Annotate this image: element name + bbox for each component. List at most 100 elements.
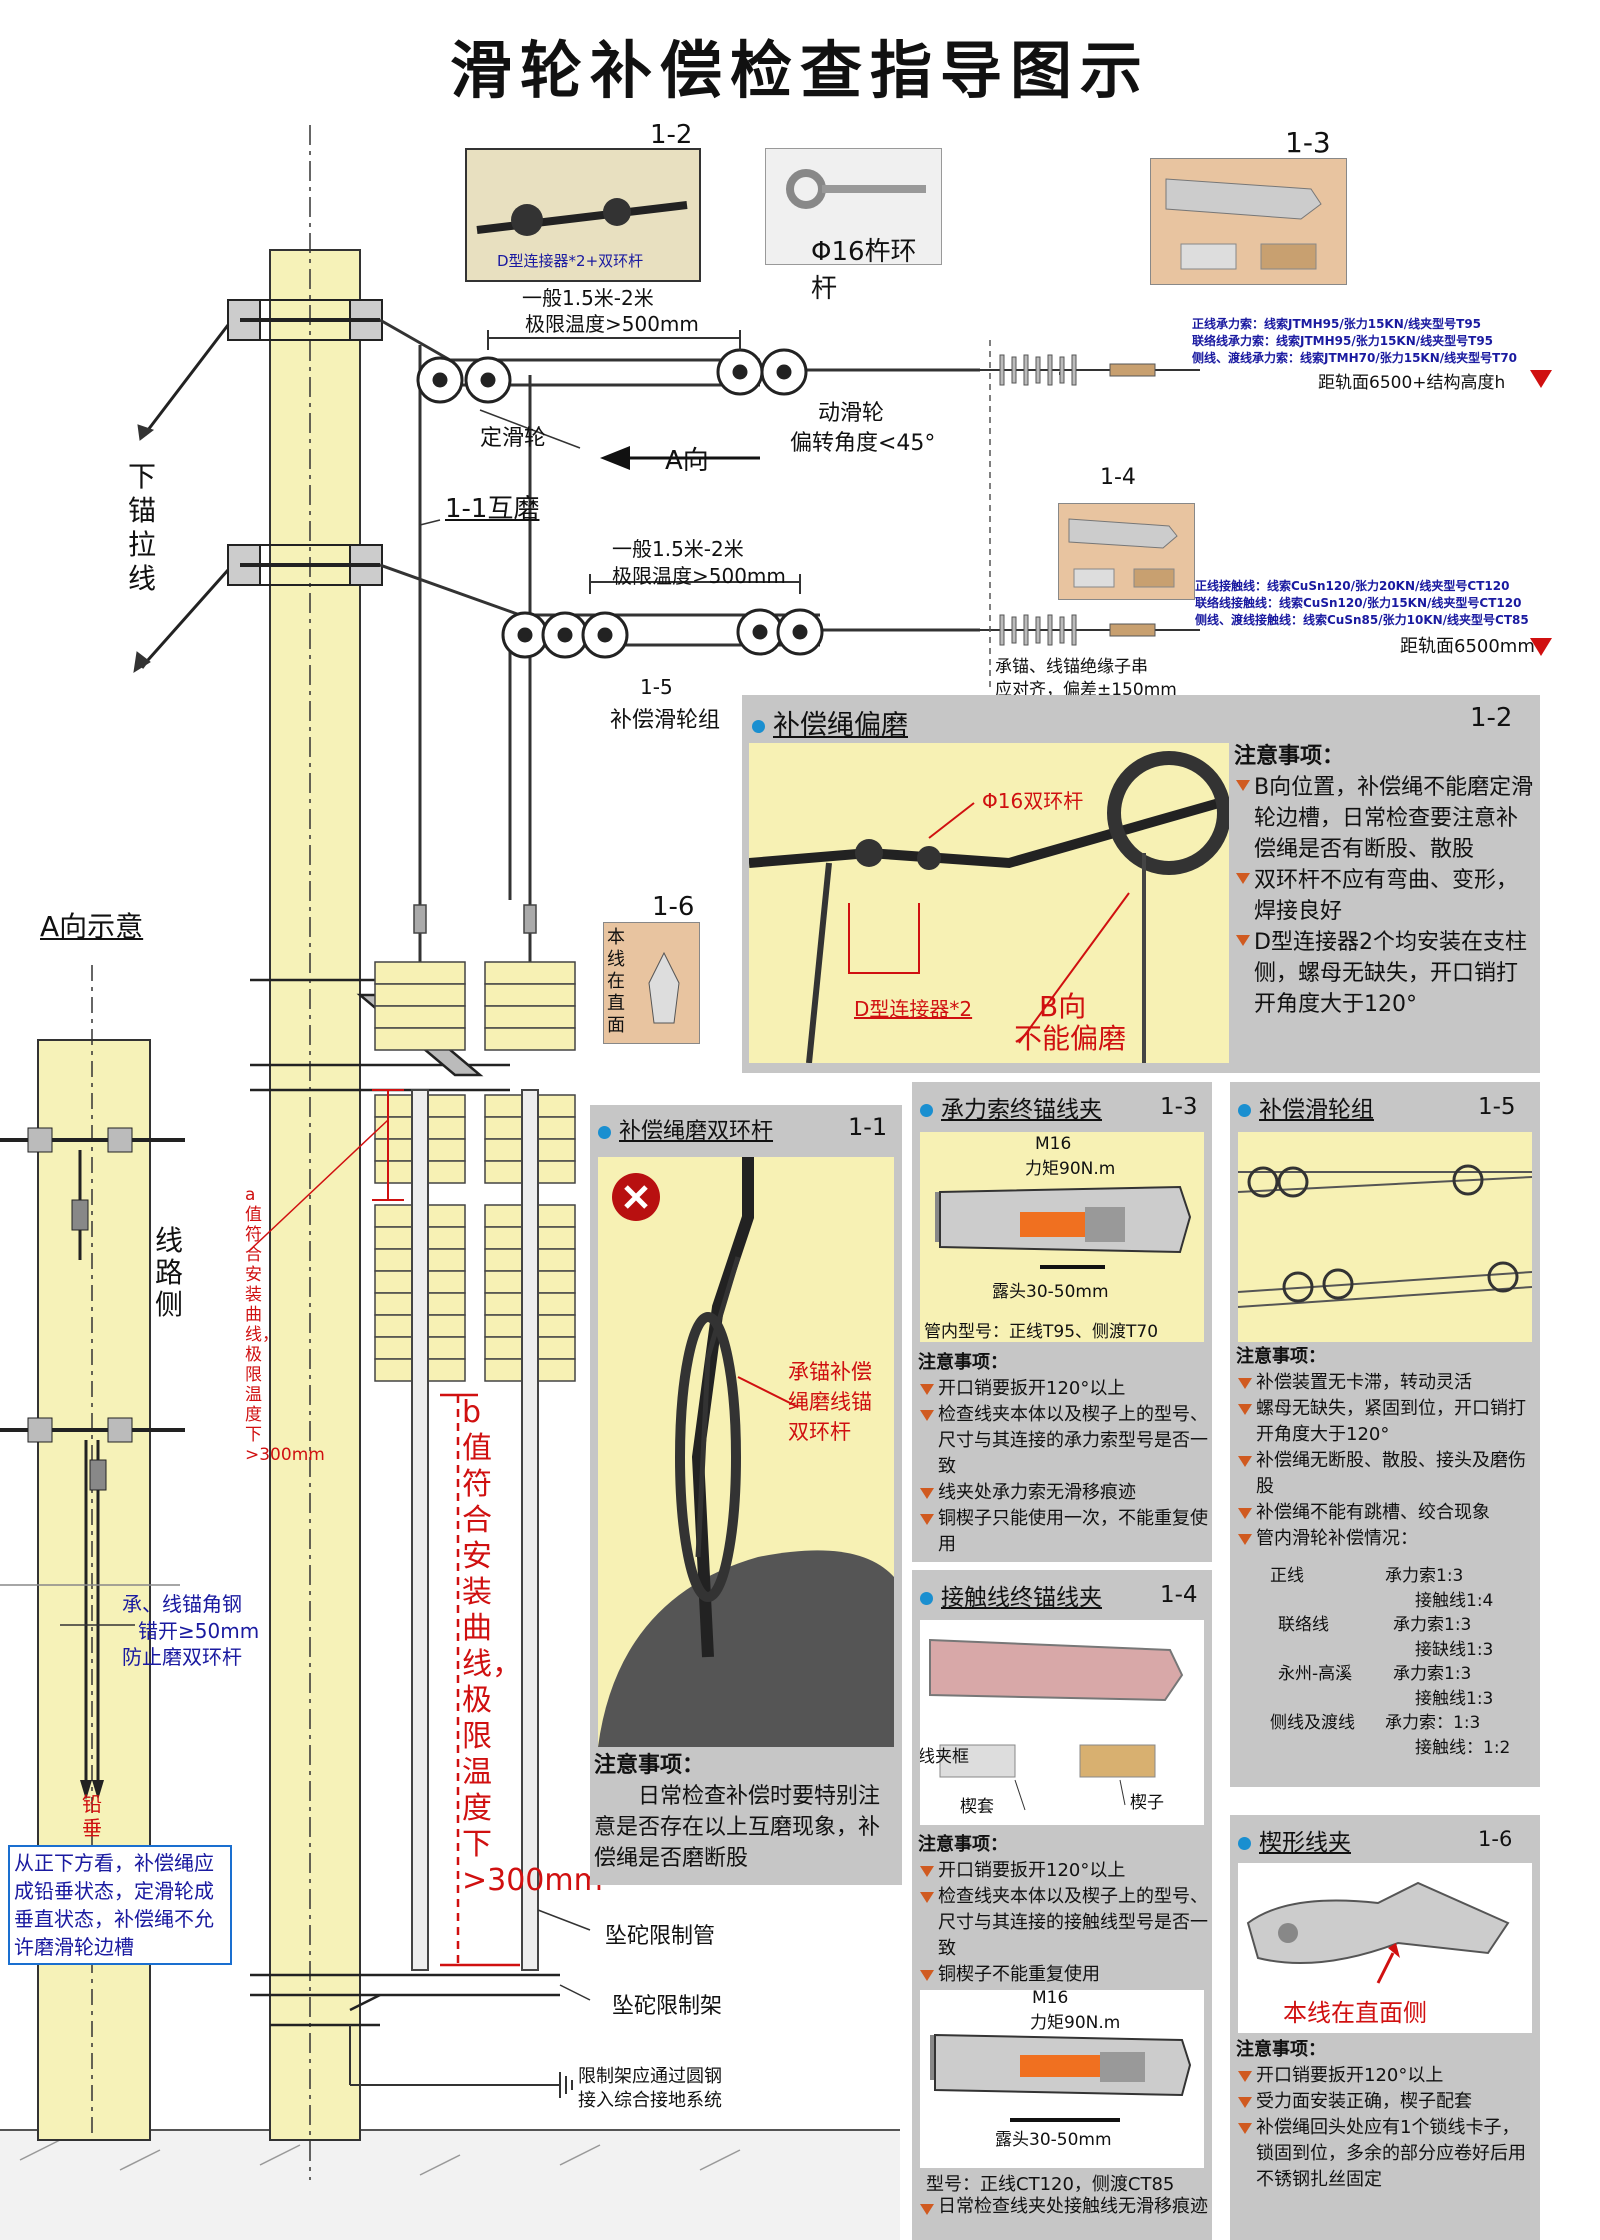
ratio-item: 承力索1:3 (1393, 1664, 1472, 1684)
mutual-wear: 1-1互磨 (445, 494, 540, 524)
ratio-row: 联络线承力索1:3 (1270, 1613, 1535, 1638)
clamp-1-3-photo (1150, 158, 1347, 285)
moving-pulley: 动滑轮 (818, 401, 885, 426)
panel-1-3-notes: 注意事项： 开口销要扳开120°以上 检查线夹本体以及楔子上的型号、尺寸与其连接… (918, 1350, 1208, 1558)
note-item: 螺母无缺失，紧固到位，开口销打开角度大于120° (1236, 1396, 1536, 1448)
lower-insulator (999, 614, 1156, 646)
panel-1-3-photo: M16 力矩90N.m 露头30-50mm 管内型号：正线T95、侧渡T70 (920, 1132, 1204, 1342)
photo-1-1-label: 承锚补偿绳磨线锚双环杆 (788, 1360, 872, 1444)
bullet-icon (1238, 1837, 1251, 1850)
model-label-2: 型号：正线CT120，侧渡CT85 (926, 2174, 1175, 2195)
photo-1-6-label: 本线在直面侧 (1283, 1999, 1427, 2027)
panel-1-2-photo: Φ16双环杆 D型连接器*2 B向 不能偏磨 (749, 743, 1229, 1063)
fixed-pulley: 定滑轮 (480, 426, 547, 451)
torque-label: 力矩90N.m (1025, 1159, 1116, 1179)
panel-1-1-notes: 注意事项： 日常检查补偿时要特别注意是否存在以上互磨现象，补偿绳是否磨断股 (594, 1750, 894, 1874)
panel-1-5-photo (1238, 1132, 1532, 1342)
limit-tubes (411, 1089, 539, 1971)
note-item: 铜楔子只能使用一次，不能重复使用 (918, 1506, 1208, 1558)
torque-label-2: 力矩90N.m (1030, 2013, 1121, 2033)
ref-1-2: 1-2 (650, 120, 693, 150)
dist1-a: 一般1.5米-2米 (522, 286, 654, 310)
ratio-row: 永州-高溪 承力索1:3 (1270, 1662, 1535, 1687)
notes-title: 注意事项： (918, 1834, 1008, 1855)
ratio-line: 侧线及渡线 (1270, 1713, 1355, 1733)
bullet-icon (752, 720, 765, 733)
note-item: B向位置，补偿绳不能磨定滑轮边槽，日常检查要注意补偿绳是否有断股、散股 (1234, 772, 1534, 865)
spec-top-line: 联络线承力索：线索JTMH95/张力15KN/线夹型号T95 (1192, 334, 1494, 348)
panel-1-4-photo-2: M16 力矩90N.m 露头30-50mm (920, 1990, 1204, 2168)
d-connector-photo-label: D型连接器*2+双环杆 (497, 252, 644, 270)
panel-1-3-num: 1-3 (1160, 1094, 1198, 1120)
main-pole (269, 249, 361, 2141)
ratio-item: 接触线1:4 (1415, 1590, 1494, 1611)
plumb-note: 从正下方看，补偿绳应成铅垂状态，定滑轮成垂直状态，补偿绳不允许磨滑轮边槽 (8, 1845, 232, 1965)
note-item: 检查线夹本体以及楔子上的型号、尺寸与其连接的接触线型号是否一致 (918, 1884, 1208, 1962)
panel-rope-wear-rod: 补偿绳磨双环杆 1-1 承锚补偿绳磨线锚双环杆 注意事项： 日常检查补偿时要特别… (590, 1105, 902, 1885)
ratio-item: 接触线：1:2 (1415, 1737, 1511, 1758)
ratio-line: 正线 (1270, 1566, 1304, 1586)
photo-1-6-text: 本线在直面 (607, 927, 625, 1036)
panel-1-2-num: 1-2 (1470, 703, 1513, 733)
spec-bottom-line: 正线接触线：线索CuSn120/张力20KN/线夹型号CT120 (1195, 579, 1510, 593)
panel-1-5-num: 1-5 (1478, 1094, 1516, 1120)
b-value: b值符合安装曲线，极限温度下>300mm (462, 1395, 603, 1898)
b-dimension (440, 1393, 520, 1967)
down-anchor: 下锚拉线 (128, 460, 157, 595)
note-item: 线夹处承力索无滑移痕迹 (918, 1480, 1208, 1506)
pulley-group: 补偿滑轮组 (610, 708, 721, 733)
height-top: 距轨面6500+结构高度h (1318, 373, 1506, 393)
note-item: 补偿装置无卡滞，转动灵活 (1236, 1370, 1536, 1396)
note-item: 日常检查补偿时要特别注意是否存在以上互磨现象，补偿绳是否磨断股 (594, 1784, 881, 1871)
note-item: 管内滑轮补偿情况： (1236, 1526, 1536, 1552)
notes-title: 注意事项： (594, 1753, 705, 1778)
panel-contact-wire-clamp: 接触线终锚线夹 1-4 线夹框 楔套 楔子 注意事项： 开口销要扳开120°以上… (912, 1570, 1212, 2240)
panel-1-2-notes: 注意事项： B向位置，补偿绳不能磨定滑轮边槽，日常检查要注意补偿绳是否有断股、散… (1234, 741, 1534, 1020)
panel-1-1-title: 补偿绳磨双环杆 (598, 1113, 773, 1145)
dist2-b: 极限温度>500mm (612, 564, 786, 588)
panel-1-6-notes: 注意事项： 开口销要扳开120°以上 受力面安装正确，楔子配套 补偿绳回头处应有… (1236, 2037, 1536, 2193)
panel-1-4-photo: 线夹框 楔套 楔子 (920, 1620, 1204, 1825)
note-item: 补偿绳回头处应有1个锁线卡子，锁固到位，多余的部分应卷好后用不锈钢扎丝固定 (1236, 2115, 1536, 2193)
panel-pulley-group: 补偿滑轮组 1-5 注意事项： 补偿装置无卡滞，转动灵活 螺母无缺失，紧固到位，… (1230, 1082, 1540, 1787)
height-bottom: 距轨面6500mm (1400, 636, 1535, 657)
panel-1-5-notes: 注意事项： 补偿装置无卡滞，转动灵活 螺母无缺失，紧固到位，开口销打开角度大于1… (1236, 1344, 1536, 1552)
ratio-line: 永州-高溪 (1278, 1664, 1353, 1684)
note-item: 补偿绳不能有跳槽、绞合现象 (1236, 1500, 1536, 1526)
panel-1-4-num: 1-4 (1160, 1582, 1198, 1608)
ref-1-6: 1-6 (652, 892, 695, 922)
note-item: 受力面安装正确，楔子配套 (1236, 2089, 1536, 2115)
deflection: 偏转角度<45° (790, 431, 936, 456)
line-side: 线路侧 (155, 1224, 184, 1321)
panel-messenger-anchor-clamp: 承力索终锚线夹 1-3 M16 力矩90N.m 露头30-50mm 管内型号：正… (912, 1082, 1212, 1562)
rod-photo: Φ16杵环杆 (765, 148, 942, 304)
panel-1-1-photo: 承锚补偿绳磨线锚双环杆 (598, 1157, 894, 1747)
limit-frame-leader (559, 1984, 591, 2001)
lower-pulleys (501, 608, 824, 659)
dimension-lines (487, 330, 801, 594)
note-item: 铜楔子不能重复使用 (918, 1962, 1208, 1988)
panel-1-1-num: 1-1 (848, 1113, 888, 1141)
panel-1-6-title: 楔形线夹 (1238, 1823, 1351, 1857)
ratio-row: 侧线及渡线承力索：1:3 (1270, 1711, 1535, 1736)
panel-1-3-title: 承力索终锚线夹 (920, 1090, 1102, 1124)
note-item: 开口销要扳开120°以上 (918, 1376, 1208, 1402)
model-label: 管内型号：正线T95、侧渡T70 (924, 1322, 1159, 1342)
ref-1-5: 1-5 (640, 675, 673, 699)
bullet-icon (920, 1104, 933, 1117)
height-marker-bottom (1530, 638, 1552, 656)
photo-1-6-small: 本线在直面 (603, 922, 700, 1044)
limit-tube: 坠砣限制管 (605, 1924, 716, 1949)
bullet-icon (598, 1125, 611, 1139)
connector-photo: D型连接器*2+双环杆 (465, 148, 701, 282)
panel-1-5-title: 补偿滑轮组 (1238, 1090, 1374, 1124)
note-item: 检查线夹本体以及楔子上的型号、尺寸与其连接的承力索型号是否一致 (918, 1402, 1208, 1480)
upper-pulleys (416, 348, 808, 404)
dist1-b: 极限温度>500mm (525, 312, 699, 336)
ratio-line: 联络线 (1278, 1615, 1329, 1635)
ground-a: 限制架应通过圆钢 (578, 2066, 722, 2087)
spec-top: 正线承力索：线索JTMH95/张力15KN/线夹型号T95 联络线承力索：线索J… (1192, 316, 1517, 367)
height-marker-top (1530, 370, 1552, 388)
notes-title: 注意事项： (1236, 2039, 1326, 2060)
